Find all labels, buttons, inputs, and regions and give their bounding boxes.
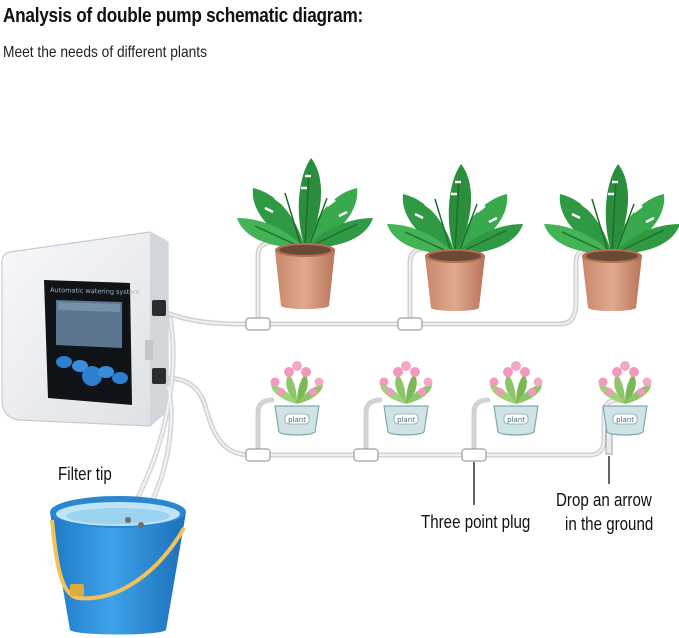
water-bucket <box>50 496 186 635</box>
upper-tube-line <box>162 239 599 327</box>
large-plant-1 <box>235 156 375 309</box>
plant-tag: plant <box>288 416 306 424</box>
watering-controller: Automatic watering system <box>1 231 169 427</box>
large-plant-3 <box>542 162 679 311</box>
page-title: Analysis of double pump schematic diagra… <box>3 5 364 27</box>
drop-arrow-label-line2: in the ground <box>565 514 654 534</box>
small-plant-2: plant <box>379 361 433 436</box>
lower-outlet <box>152 368 166 384</box>
plant-tag: plant <box>397 416 415 424</box>
bucket-handle <box>50 519 186 601</box>
small-plant-4: plant <box>598 361 652 436</box>
filter-tip-label: Filter tip <box>58 464 112 484</box>
small-plant-3: plant <box>489 361 543 436</box>
page-subtitle: Meet the needs of different plants <box>3 44 207 61</box>
plant-tag: plant <box>507 416 525 424</box>
upper-outlet <box>152 300 166 316</box>
small-plant-1: plant <box>270 361 324 436</box>
lcd-screen <box>56 300 122 348</box>
control-buttons <box>56 356 128 386</box>
three-point-plug-label: Three point plug <box>421 512 531 532</box>
large-plant-2 <box>385 162 525 311</box>
label-pointers <box>473 456 610 505</box>
tee-connectors <box>245 317 487 462</box>
drop-arrow-label-line1: Drop an arrow <box>556 490 652 510</box>
plant-tag: plant <box>616 416 634 424</box>
device-screen-label: Automatic watering system <box>50 286 140 296</box>
